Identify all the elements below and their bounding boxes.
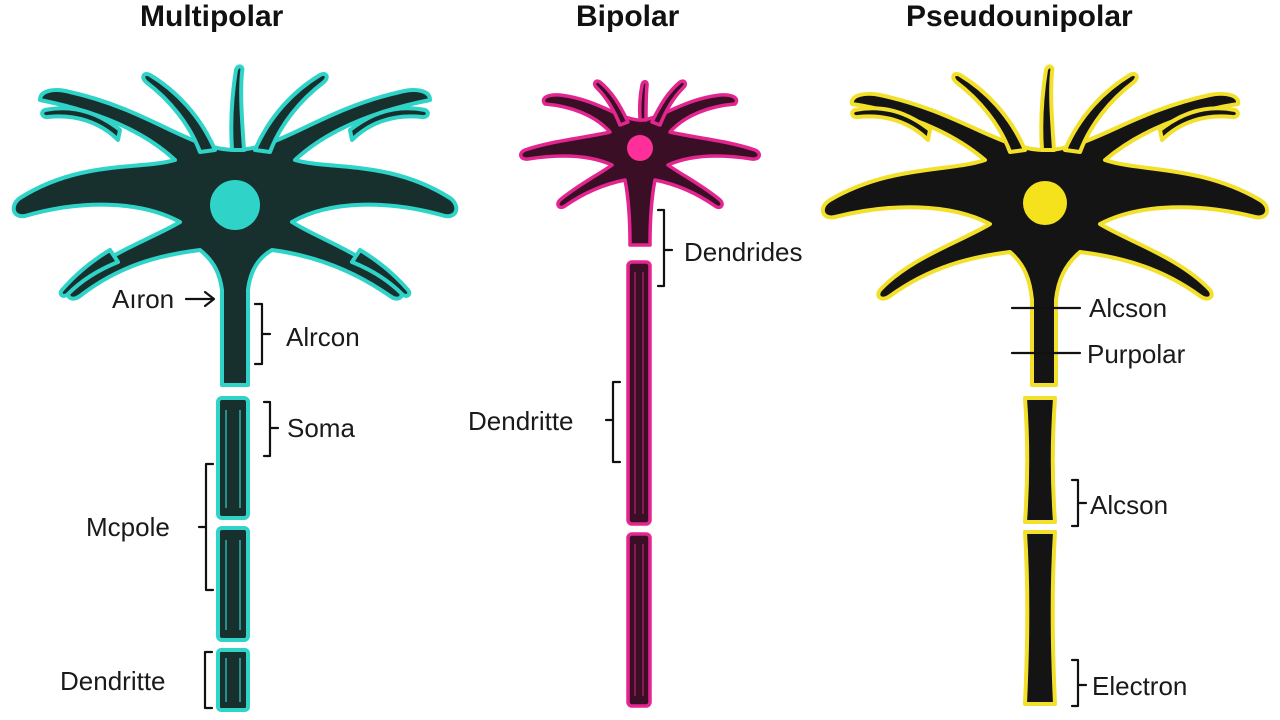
title-pseudounipolar: Pseudounipolar xyxy=(906,0,1133,33)
title-bipolar: Bipolar xyxy=(576,0,680,33)
label-electron: Electron xyxy=(1092,671,1188,701)
multipolar-nucleus xyxy=(210,180,260,230)
label-airon: Aıron xyxy=(112,284,175,314)
bracket-dendritte-multi xyxy=(203,650,214,710)
label-dendritte-bipolar: Dendritte xyxy=(468,406,574,436)
pseudounipolar-neuron xyxy=(820,64,1270,706)
arrow-right-icon xyxy=(184,290,216,308)
label-soma: Soma xyxy=(287,413,355,443)
bracket-dendrides xyxy=(656,208,666,288)
label-dendritte-multipolar: Dendritte xyxy=(60,666,166,696)
label-purpolar: Purpolar xyxy=(1087,339,1186,369)
label-mcpole: Mcpole xyxy=(86,512,170,542)
bipolar-nucleus xyxy=(627,135,653,161)
bracket-soma xyxy=(262,400,272,458)
label-alcson-lower: Alcson xyxy=(1090,490,1169,520)
multipolar-neuron xyxy=(11,64,459,712)
label-dendrides: Dendrides xyxy=(684,237,803,267)
bracket-dendritte-bi xyxy=(611,380,622,464)
label-alrcon: Alrcon xyxy=(286,322,360,352)
label-pointers xyxy=(184,208,1088,710)
title-multipolar: Multipolar xyxy=(140,0,284,33)
pseudounipolar-nucleus xyxy=(1023,181,1067,225)
label-alcson-upper: Alcson xyxy=(1089,293,1168,323)
bracket-electron xyxy=(1070,658,1080,708)
bipolar-neuron xyxy=(519,79,761,708)
